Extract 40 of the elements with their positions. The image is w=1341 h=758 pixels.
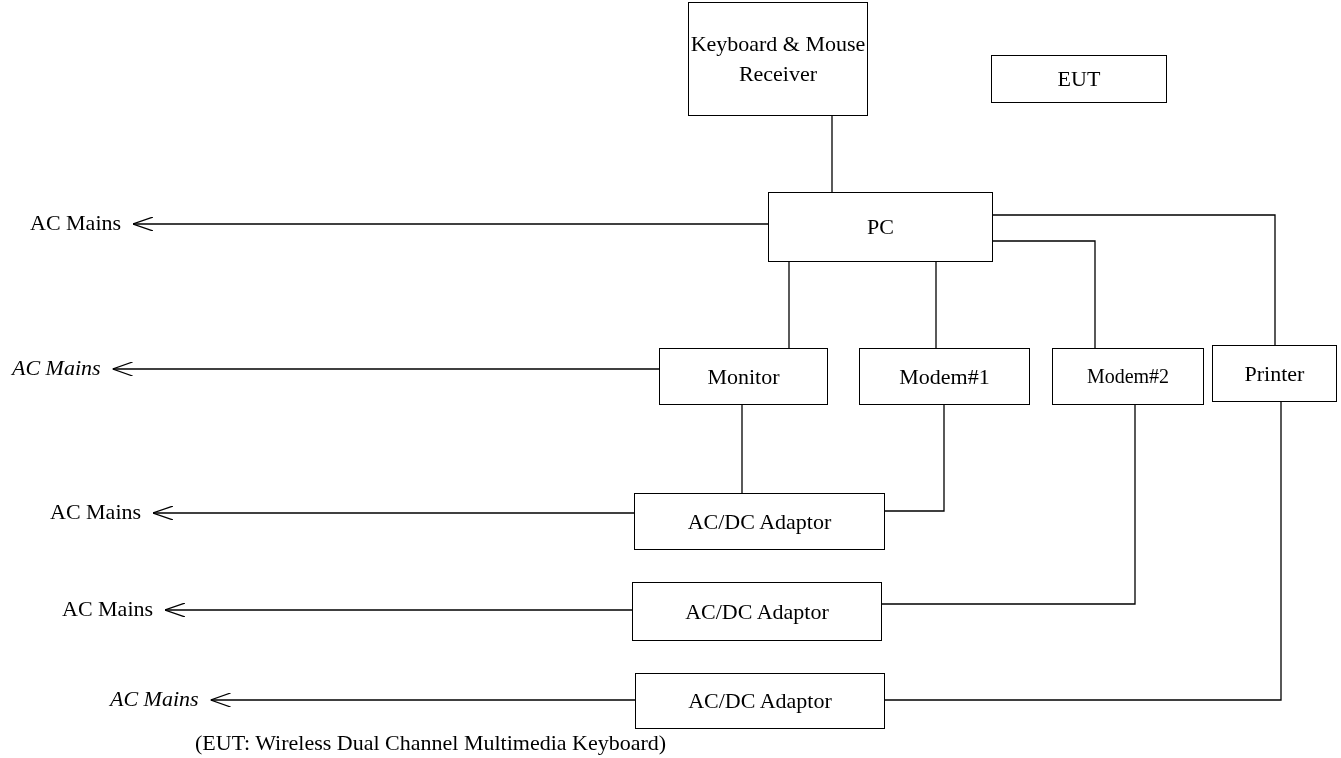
connector-line <box>741 404 743 494</box>
device-label: AC/DC Adaptor <box>685 597 829 626</box>
device-label: AC/DC Adaptor <box>687 507 832 536</box>
connector-line <box>935 261 937 349</box>
device-box <box>634 493 885 550</box>
power-source-label: AC Mains <box>62 596 154 622</box>
connector-line <box>881 404 1136 605</box>
device-label: Modem#2 <box>1086 364 1170 389</box>
power-source-label: AC Mains <box>110 686 199 712</box>
device-box <box>1052 348 1204 405</box>
connector-line <box>884 401 1282 701</box>
arrow <box>132 216 769 232</box>
device-label: Printer <box>1244 359 1305 388</box>
connector-line <box>788 261 790 349</box>
connector-line <box>831 115 833 193</box>
device-label: Monitor <box>707 362 780 391</box>
connector-line <box>884 404 945 512</box>
arrow <box>210 692 636 708</box>
device-box <box>859 348 1030 405</box>
device-label: Modem#1 <box>899 362 990 391</box>
device-box <box>688 2 868 116</box>
arrow <box>164 602 633 618</box>
arrow <box>152 505 635 521</box>
device-box <box>1212 345 1337 402</box>
device-box <box>632 582 882 641</box>
power-source-label: AC Mains <box>50 499 142 525</box>
device-box <box>768 192 993 262</box>
device-label: PC <box>867 213 894 242</box>
connector-line <box>992 240 1096 349</box>
device-label: EUT <box>1057 65 1101 94</box>
device-label: Keyboard & Mouse Receiver <box>689 30 867 88</box>
device-box <box>991 55 1167 103</box>
power-source-label: AC Mains <box>12 355 101 381</box>
connector-line <box>992 214 1276 346</box>
device-box <box>659 348 828 405</box>
power-source-label: AC Mains <box>30 210 122 236</box>
arrow <box>111 361 660 377</box>
caption: (EUT: Wireless Dual Channel Multimedia Keyboard) <box>195 730 667 756</box>
device-label: AC/DC Adaptor <box>688 687 832 716</box>
device-box <box>635 673 885 729</box>
